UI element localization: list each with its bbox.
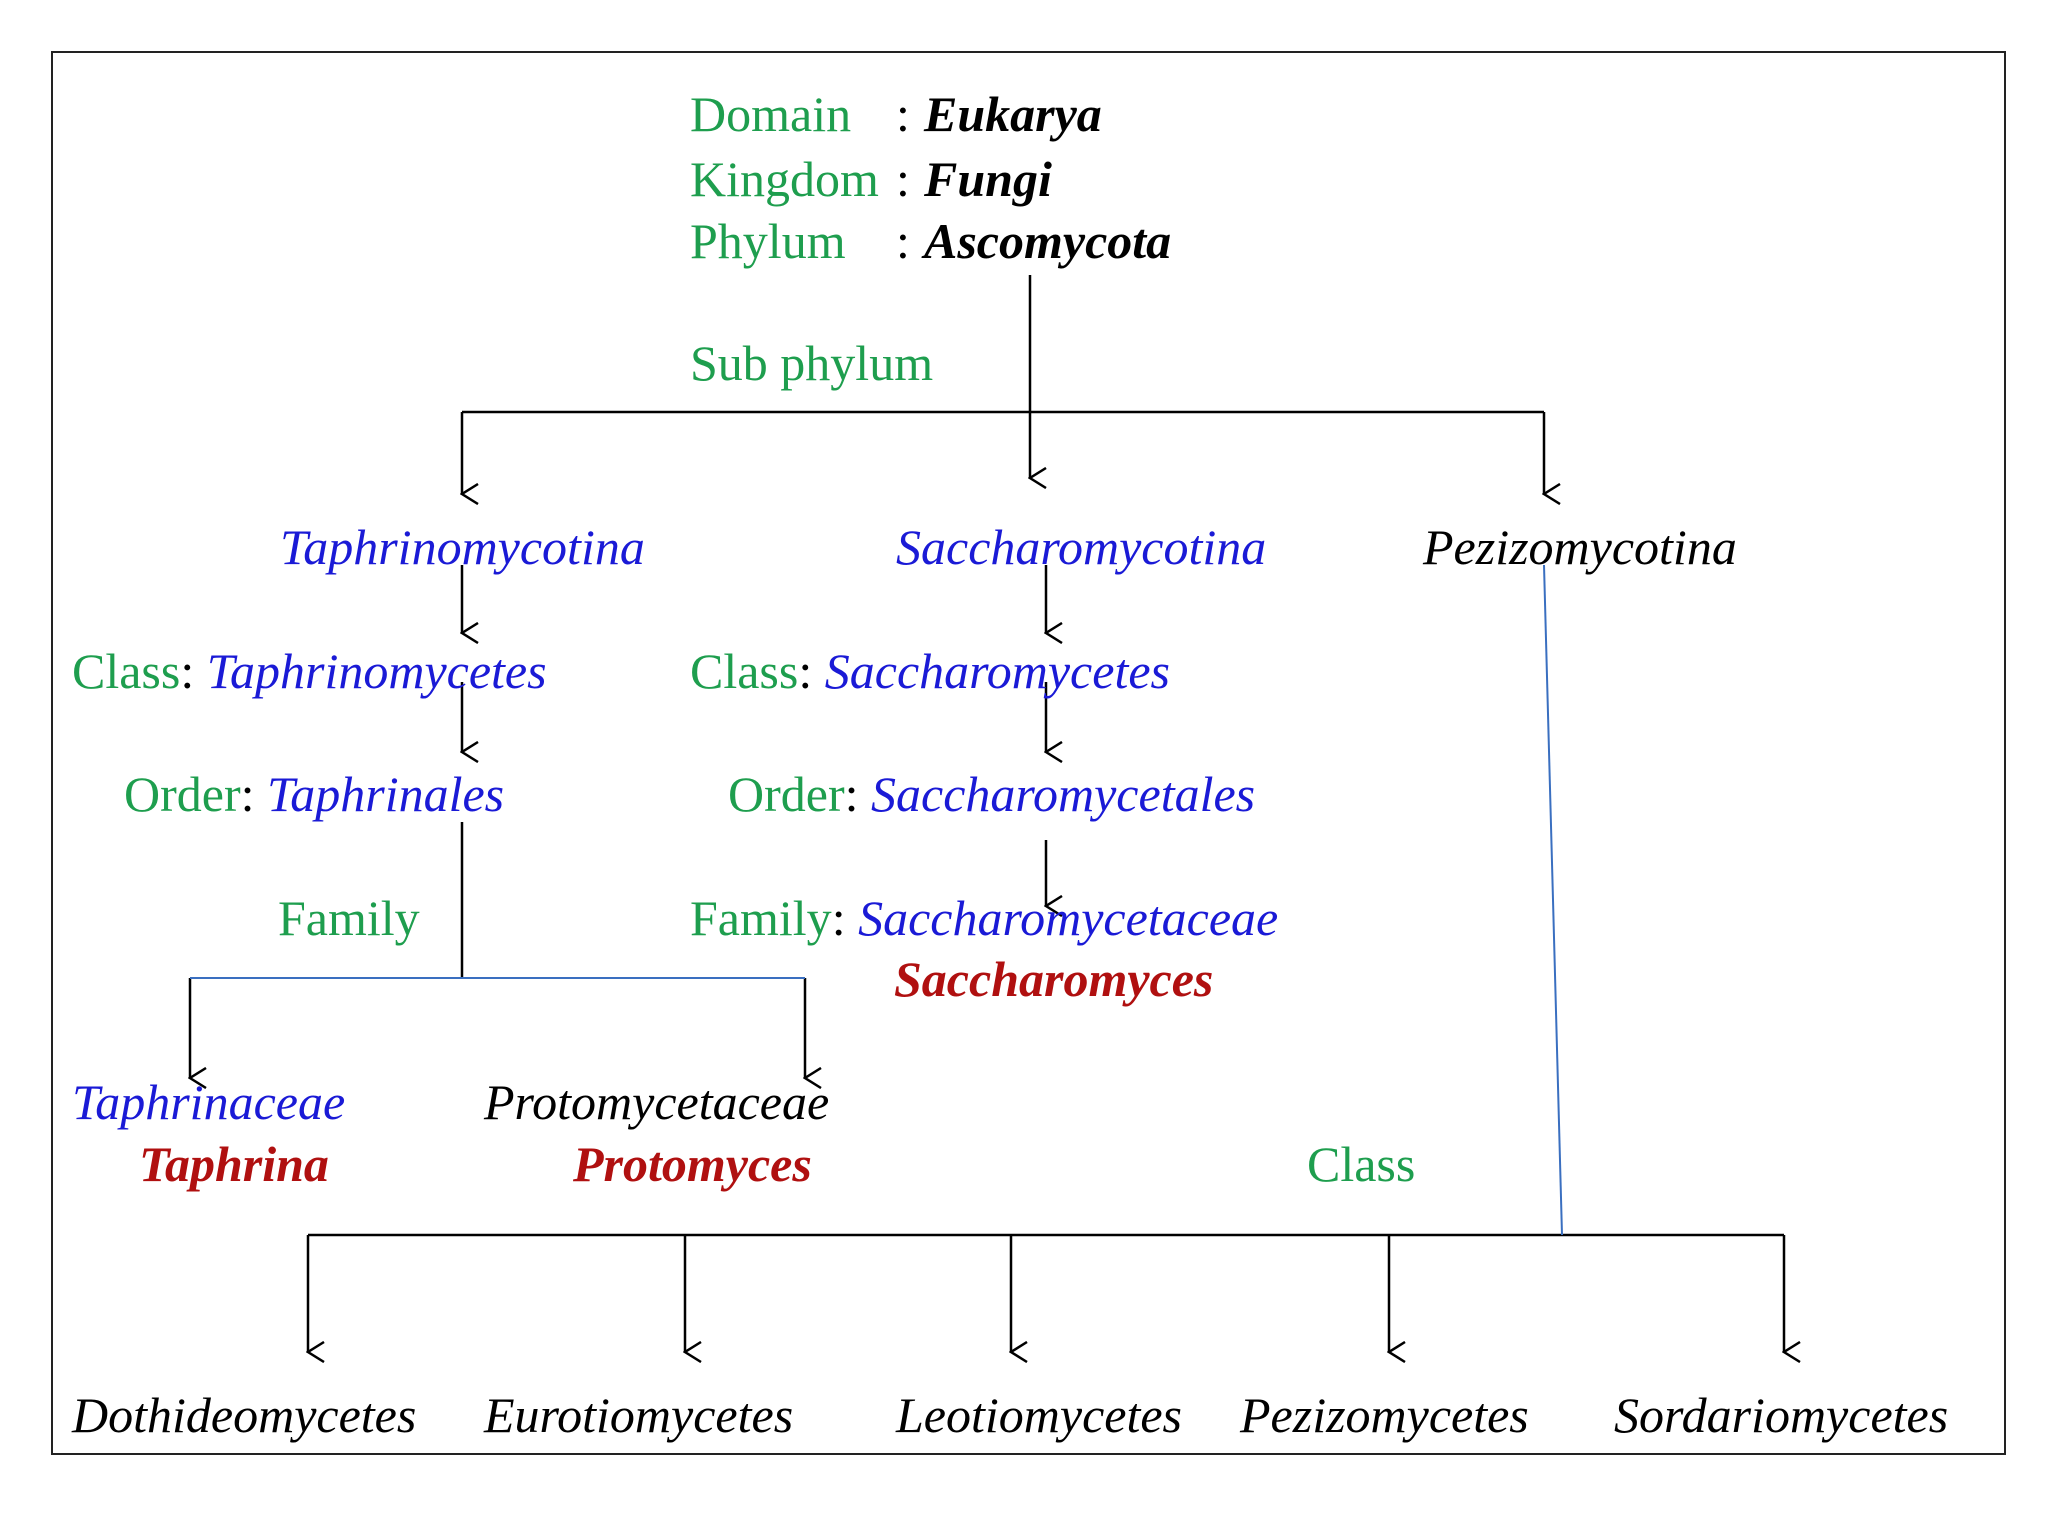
middle-family-label: Family	[690, 890, 832, 946]
left-order-label: Order	[124, 766, 241, 822]
subphylum-pezizomycotina: Pezizomycotina	[1423, 519, 1737, 575]
middle-order-separator: :	[844, 766, 859, 822]
middle-order-label: Order	[728, 766, 845, 822]
middle-family-value: Saccharomycetaceae	[858, 890, 1279, 946]
middle-class-value: Saccharomycetes	[824, 643, 1170, 699]
kingdom-label: Kingdom	[690, 151, 879, 207]
subphylum-saccharomycotina: Saccharomycotina	[896, 519, 1267, 575]
middle-order-value: Saccharomycetales	[871, 766, 1256, 822]
kingdom-value: Fungi	[924, 151, 1052, 207]
family-protomycetaceae: Protomycetaceae	[484, 1074, 830, 1130]
left-order-separator: :	[240, 766, 255, 822]
left-class-label: Class	[72, 643, 181, 699]
right-class-label: Class	[1307, 1136, 1416, 1192]
kingdom-separator: :	[896, 151, 910, 207]
class-dothideomycetes: Dothideomycetes	[72, 1387, 417, 1443]
left-family-label: Family	[278, 890, 420, 946]
phylum-value: Ascomycota	[924, 213, 1172, 269]
middle-family-separator: :	[831, 890, 846, 946]
left-class-row: Class: Taphrinomycetes	[72, 646, 547, 696]
domain-separator: :	[896, 86, 910, 142]
genus-protomyces: Protomyces	[573, 1136, 812, 1192]
middle-order-row: Order: Saccharomycetales	[728, 769, 1255, 819]
left-order-value: Taphrinales	[267, 766, 505, 822]
class-pezizomycetes: Pezizomycetes	[1240, 1387, 1529, 1443]
phylum-label: Phylum	[690, 213, 846, 269]
middle-class-label: Class	[690, 643, 799, 699]
left-order-row: Order: Taphrinales	[124, 769, 504, 819]
middle-class-separator: :	[798, 643, 813, 699]
middle-family-row: Family: Saccharomycetaceae	[690, 893, 1278, 943]
subphylum-taphrinomycotina: Taphrinomycotina	[280, 519, 645, 575]
diagram-frame	[51, 51, 2006, 1455]
family-taphrinaceae: Taphrinaceae	[72, 1074, 346, 1130]
subphylum-label: Sub phylum	[690, 335, 934, 391]
class-leotiomycetes: Leotiomycetes	[896, 1387, 1183, 1443]
left-class-separator: :	[180, 643, 195, 699]
genus-taphrina: Taphrina	[139, 1136, 329, 1192]
middle-class-row: Class: Saccharomycetes	[690, 646, 1170, 696]
class-sordariomycetes: Sordariomycetes	[1614, 1387, 1949, 1443]
pezizomycotina-link-line	[1543, 564, 1563, 1236]
domain-label: Domain	[690, 86, 852, 142]
class-eurotiomycetes: Eurotiomycetes	[484, 1387, 794, 1443]
domain-value: Eukarya	[924, 86, 1102, 142]
phylum-separator: :	[896, 213, 910, 269]
left-class-value: Taphrinomycetes	[206, 643, 547, 699]
genus-saccharomyces: Saccharomyces	[894, 951, 1214, 1007]
